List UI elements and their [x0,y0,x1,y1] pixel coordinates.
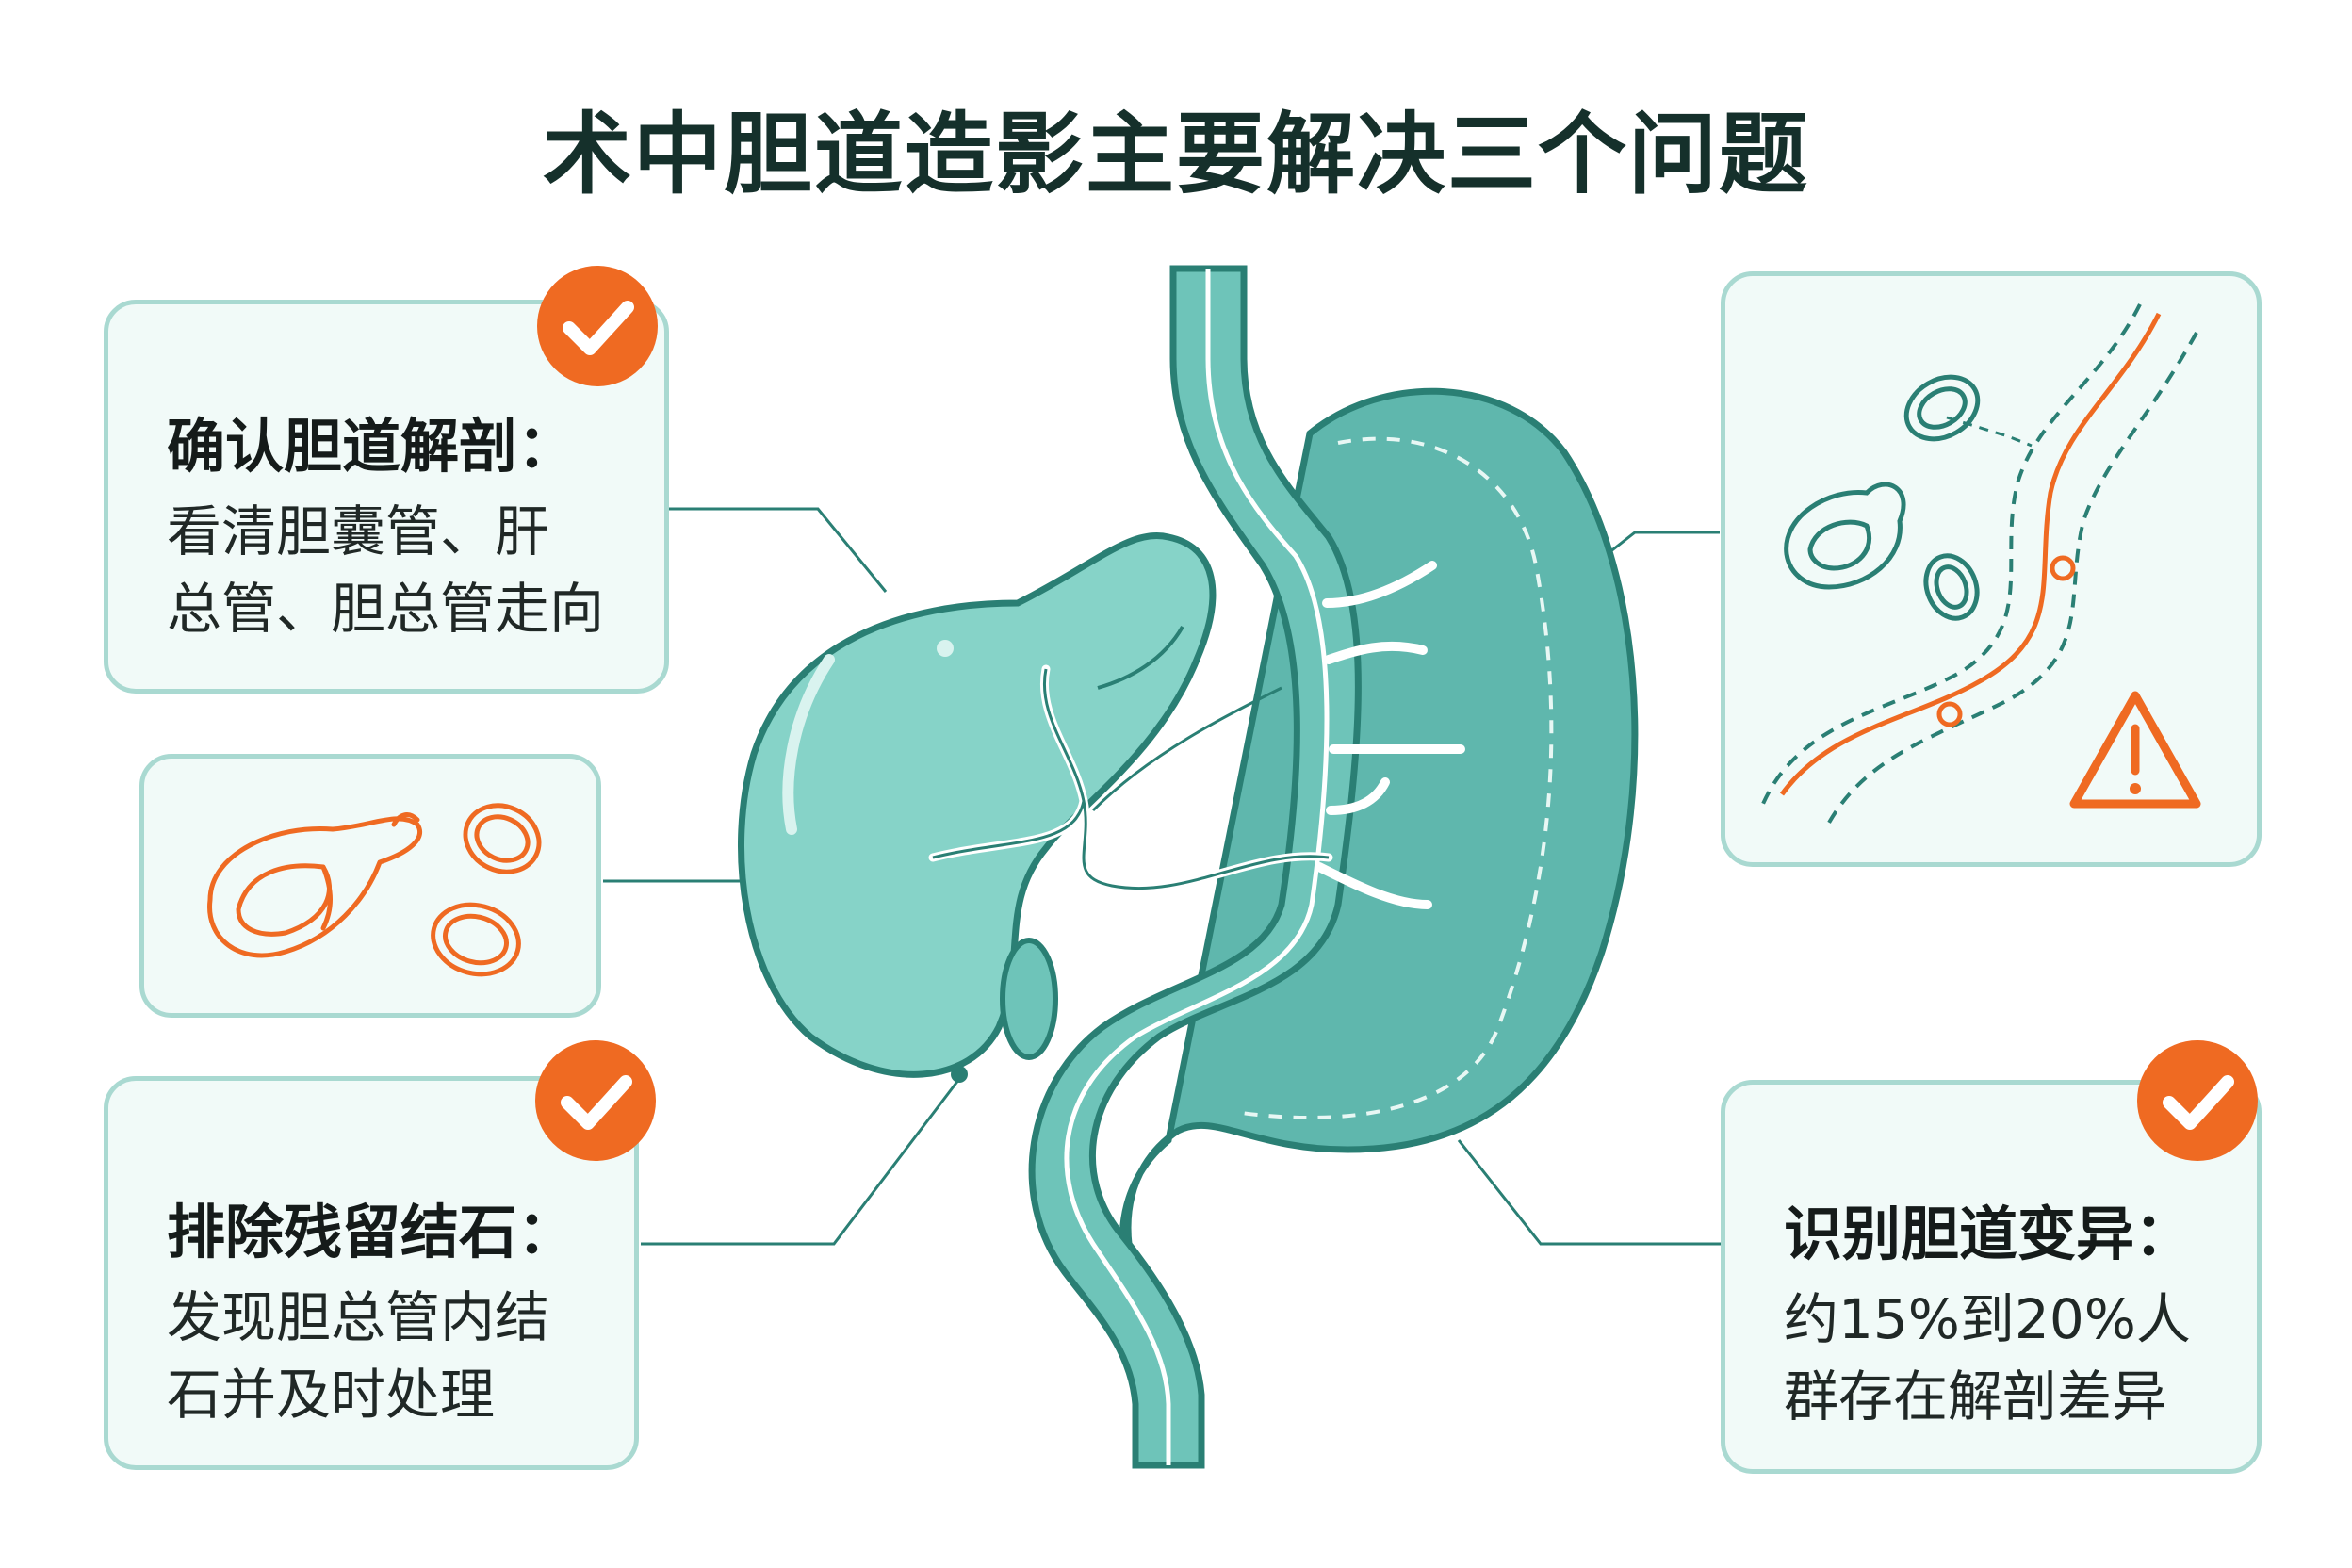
stone-oval-icon [431,803,542,977]
duct-branch-1 [1322,561,1437,608]
card-stones-body: 发现胆总管内结 石并及时处理 [167,1279,549,1434]
card-stones: 排除残留结石： 发现胆总管内结 石并及时处理 [104,1076,639,1470]
variation-illustration-panel [1721,271,2262,867]
stone-icon [1784,374,1981,621]
card-variation-line-2: 群存在解剖差异 [1784,1364,2167,1429]
card-stones-badge [535,1040,656,1161]
warning-triangle-icon [2069,691,2201,808]
card-anatomy-heading: 确认胆道解剖： [167,412,577,481]
leader-line-variation [1457,1139,1723,1246]
duct-branch-4 [1326,777,1390,815]
page-title: 术中胆道造影主要解决三个问题 [542,104,1809,206]
liver-fissure [1097,626,1184,690]
card-anatomy-badge [537,266,658,386]
card-stones-line-1: 发现胆总管内结 [167,1285,550,1349]
duct-branch-2 [1324,641,1428,664]
card-variation-heading: 识别胆道变异： [1784,1200,2194,1268]
card-stones-line-2: 石并及时处理 [167,1363,496,1428]
card-variation-body: 约15%到20%人 群存在解剖差异 [1784,1281,2191,1436]
card-variation-line-1: 约15%到20%人 [1784,1287,2191,1351]
liver-highlight-dot [937,640,954,657]
check-icon [563,301,634,355]
connector-curve [1091,686,1282,812]
card-anatomy-line-1: 看清胆囊管、肝 [167,499,550,564]
duodenum-inner-line [1064,269,1330,1465]
card-anatomy-body: 看清胆囊管、肝 总管、胆总管走向 [167,493,604,648]
card-anatomy: 确认胆道解剖： 看清胆囊管、肝 总管、胆总管走向 [104,300,669,694]
stomach-organ [1119,387,1639,1323]
liver-organ [738,532,1217,1078]
check-icon [561,1075,632,1130]
card-stones-heading: 排除残留结石： [167,1198,577,1266]
stones-illustration-panel [139,754,601,1018]
liver-highlight [782,654,835,835]
duct-branch-5 [1315,862,1432,909]
stomach-dashed-outline [1233,436,1554,1119]
duodenum-tube [1028,265,1362,1469]
gallbladder-organ [1000,938,1058,1060]
card-variation-badge [2137,1040,2258,1161]
hepatic-duct-outline [932,668,1330,890]
card-anatomy-line-2: 总管、胆总管走向 [167,577,605,642]
bile-duct-path-icon [1761,303,2201,824]
leader-line-stones [641,1078,961,1246]
leader-line-anatomy [667,507,888,593]
gallstone-icon [207,803,542,977]
check-icon [2163,1075,2234,1130]
